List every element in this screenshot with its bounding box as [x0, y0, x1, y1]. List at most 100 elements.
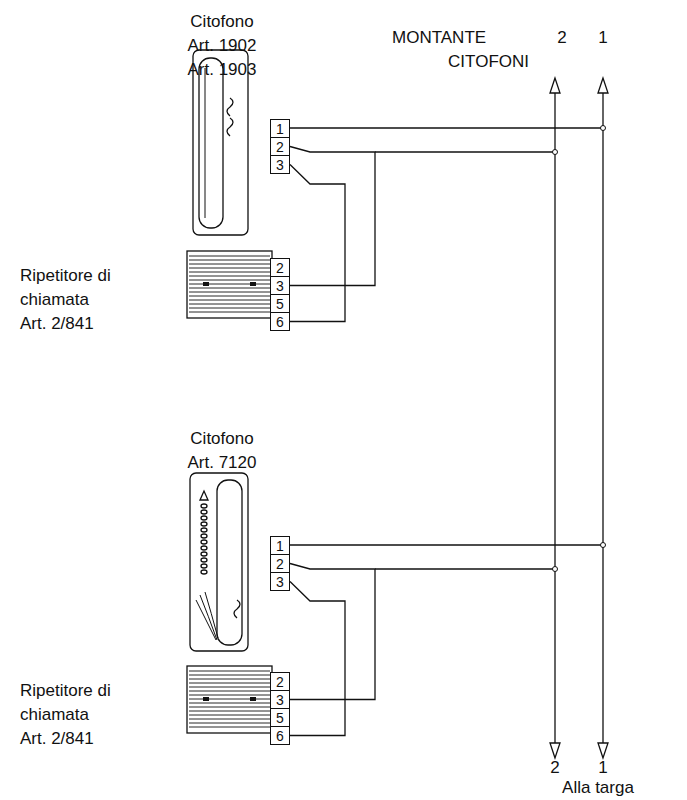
text-label: Art. 1902 [188, 36, 257, 56]
junction-dot [553, 567, 558, 572]
terminal-number: 6 [276, 314, 284, 330]
rib-line [189, 288, 270, 289]
rib-line [189, 675, 270, 676]
text-label: Art. 7120 [188, 453, 257, 473]
rib-line [189, 276, 270, 277]
rib-line [189, 679, 270, 680]
junction-dot [601, 543, 606, 548]
wire-connector [290, 147, 375, 286]
grille-hole [201, 504, 207, 508]
terminal-number: 1 [276, 538, 284, 554]
terminal-number: 5 [276, 710, 284, 726]
terminal-box: 2 [270, 672, 290, 691]
text-label: chiamata [20, 290, 89, 310]
rib-line [189, 695, 270, 696]
rib-line [189, 292, 270, 293]
intercom-body [190, 473, 248, 651]
text-label: chiamata [20, 705, 89, 725]
terminal-box: 3 [270, 276, 290, 295]
terminal-box: 1 [270, 536, 290, 555]
text-label: Art. 2/841 [20, 729, 94, 749]
junction-dot [601, 126, 606, 131]
grille-hole [201, 552, 207, 556]
terminal-number: 3 [276, 692, 284, 708]
rib-line [189, 264, 270, 265]
text-label: 2 [550, 758, 559, 778]
rib-line [189, 683, 270, 684]
terminal-box: 2 [270, 258, 290, 277]
wire-connector [290, 564, 375, 700]
wire [290, 544, 603, 545]
wire-connector [290, 165, 345, 322]
rib-line [189, 312, 270, 313]
repeater-body [187, 251, 272, 318]
terminal-number: 3 [276, 278, 284, 294]
handset-edge [205, 68, 206, 218]
repeater-ribs [189, 256, 270, 727]
rib-line [189, 304, 270, 305]
junction-dot [553, 150, 558, 155]
grille-hole [201, 534, 207, 538]
rib-line [189, 719, 270, 720]
rib-line [189, 268, 270, 269]
terminal-number: 3 [276, 157, 284, 173]
terminal-box: 1 [270, 119, 290, 138]
terminal-box: 6 [270, 726, 290, 745]
text-label: 2 [557, 28, 566, 48]
terminal-box: 2 [270, 137, 290, 156]
terminal-box: 5 [270, 708, 290, 727]
repeater-dot [203, 697, 209, 701]
terminal-number: 5 [276, 296, 284, 312]
text-label: Art. 1903 [188, 60, 257, 80]
grille-hole [201, 546, 207, 550]
terminal-number: 3 [276, 574, 284, 590]
hook-symbol [227, 98, 233, 136]
text-label: Citofono [190, 12, 253, 32]
text-label: CITOFONI [448, 52, 529, 72]
terminal-box: 2 [270, 554, 290, 573]
rib-line [189, 284, 270, 285]
rib-line [189, 687, 270, 688]
rib-line [189, 260, 270, 261]
text-label: 1 [598, 28, 607, 48]
wire [375, 151, 555, 152]
rib-line [189, 723, 270, 724]
grille-hole [201, 528, 207, 532]
terminal-box: 3 [270, 155, 290, 174]
text-label: Citofono [190, 429, 253, 449]
riser-arrow [550, 743, 608, 758]
speaker-grille [201, 504, 207, 574]
rib-line [189, 272, 270, 273]
grille-hole [201, 570, 207, 574]
grille-triangle [200, 491, 208, 500]
rib-line [189, 280, 270, 281]
wire [290, 127, 603, 128]
rib-line [189, 256, 270, 257]
grille-hole [201, 540, 207, 544]
terminal-number: 2 [276, 260, 284, 276]
terminal-box: 3 [270, 690, 290, 709]
riser-wire [554, 90, 555, 746]
terminal-number: 1 [276, 121, 284, 137]
intercom-handset [199, 58, 223, 228]
rib-line [189, 715, 270, 716]
rib-line [189, 671, 270, 672]
rib-line [189, 707, 270, 708]
repeater-dot [250, 697, 256, 701]
rib-line [189, 703, 270, 704]
text-label: Ripetitore di [20, 681, 111, 701]
grille-hole [201, 558, 207, 562]
terminal-number: 6 [276, 728, 284, 744]
riser-arrow [550, 78, 608, 93]
wire-connector [290, 582, 345, 736]
intercom-handset [217, 480, 242, 645]
text-label: Alla targa [562, 778, 634, 798]
grille-hole [201, 516, 207, 520]
rib-line [189, 699, 270, 700]
terminal-number: 2 [276, 674, 284, 690]
rib-line [189, 691, 270, 692]
grille-hole [201, 564, 207, 568]
rib-line [189, 711, 270, 712]
